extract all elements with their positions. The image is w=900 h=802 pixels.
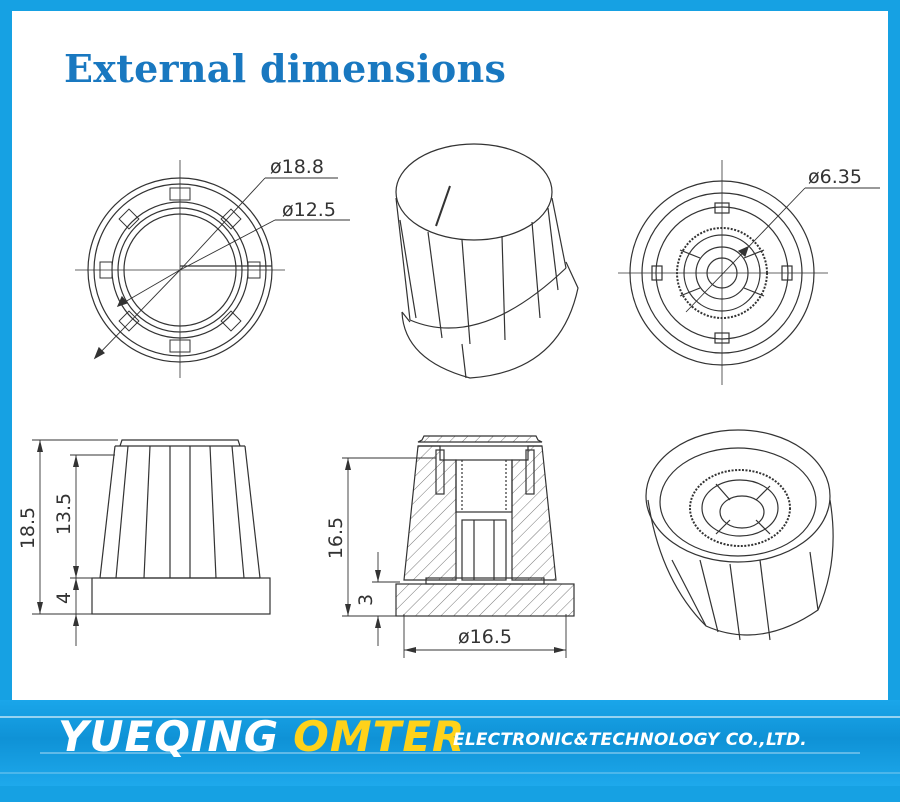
dim-section-base: 3 (355, 594, 377, 606)
dim-total-height: 18.5 (17, 507, 39, 549)
perspective-view (395, 143, 579, 379)
dim-inner-diameter: ø12.5 (282, 199, 336, 221)
dim-outer-diameter: ø18.8 (270, 156, 324, 178)
company-name: ELECTRONIC&TECHNOLOGY CO.,LTD. (453, 730, 807, 750)
dim-section-height: 16.5 (325, 517, 347, 559)
footer-streak (0, 772, 900, 774)
top-view (75, 160, 350, 378)
side-view (32, 439, 271, 646)
dim-base-diameter: ø16.5 (458, 626, 512, 648)
section-view (342, 435, 575, 658)
page-title: External dimensions (64, 46, 507, 91)
footer-banner (0, 700, 900, 786)
frame-bottom (0, 786, 900, 802)
bottom-view (618, 160, 880, 385)
footer-streak (0, 716, 900, 718)
dim-shaft-diameter: ø6.35 (808, 166, 862, 188)
brand-logo: YUEQING OMTER (58, 712, 465, 761)
perspective-bottom-view (645, 429, 834, 641)
footer-streak (40, 752, 860, 754)
technical-drawing: ø18.8 ø12.5 ø6.35 18.5 13.5 4 16.5 3 ø16… (17, 143, 880, 658)
brand-name-part2: OMTER (293, 712, 466, 761)
dim-base-height: 4 (53, 592, 75, 604)
brand-name-part1: YUEQING (58, 712, 280, 761)
dim-body-height: 13.5 (53, 493, 75, 535)
